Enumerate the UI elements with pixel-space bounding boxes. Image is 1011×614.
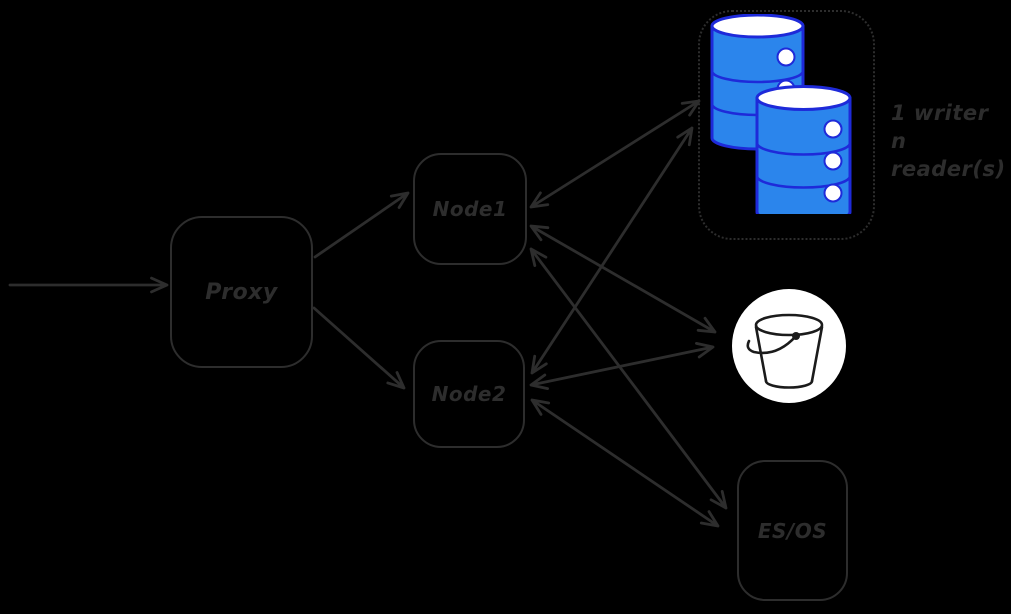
node2-bucket-arrow <box>529 342 715 390</box>
database-cylinder-front <box>755 85 852 214</box>
node1-node-label: Node1 <box>432 197 508 221</box>
node2-node: Node2 <box>413 340 525 448</box>
proxy-node-label: Proxy <box>205 279 278 305</box>
node1-bucket-arrow <box>529 224 717 334</box>
database-cluster-dashed-container <box>698 10 875 240</box>
node2-esos-arrow <box>530 398 720 528</box>
node2-db-arrow <box>530 126 694 375</box>
proxy-to-node1-arrow <box>313 191 410 259</box>
db-cluster-caption-line1: 1 writer <box>891 101 989 125</box>
node1-node: Node1 <box>413 153 527 265</box>
node2-node-label: Node2 <box>431 382 507 406</box>
bucket-icon <box>732 289 846 403</box>
elasticsearch-opensearch-node: ES/OS <box>737 460 848 601</box>
database-cylinders-icon <box>710 14 852 214</box>
inbound-to-proxy-arrow <box>8 276 169 294</box>
node1-esos-arrow <box>529 247 728 510</box>
db-cluster-caption-line2: n reader(s) <box>891 129 1006 181</box>
esos-node-label: ES/OS <box>757 518 828 543</box>
db-cluster-caption: 1 writer n reader(s) <box>891 99 1011 183</box>
proxy-to-node2-arrow <box>312 306 406 390</box>
bucket-drawing <box>746 313 824 389</box>
proxy-node: Proxy <box>170 216 313 368</box>
